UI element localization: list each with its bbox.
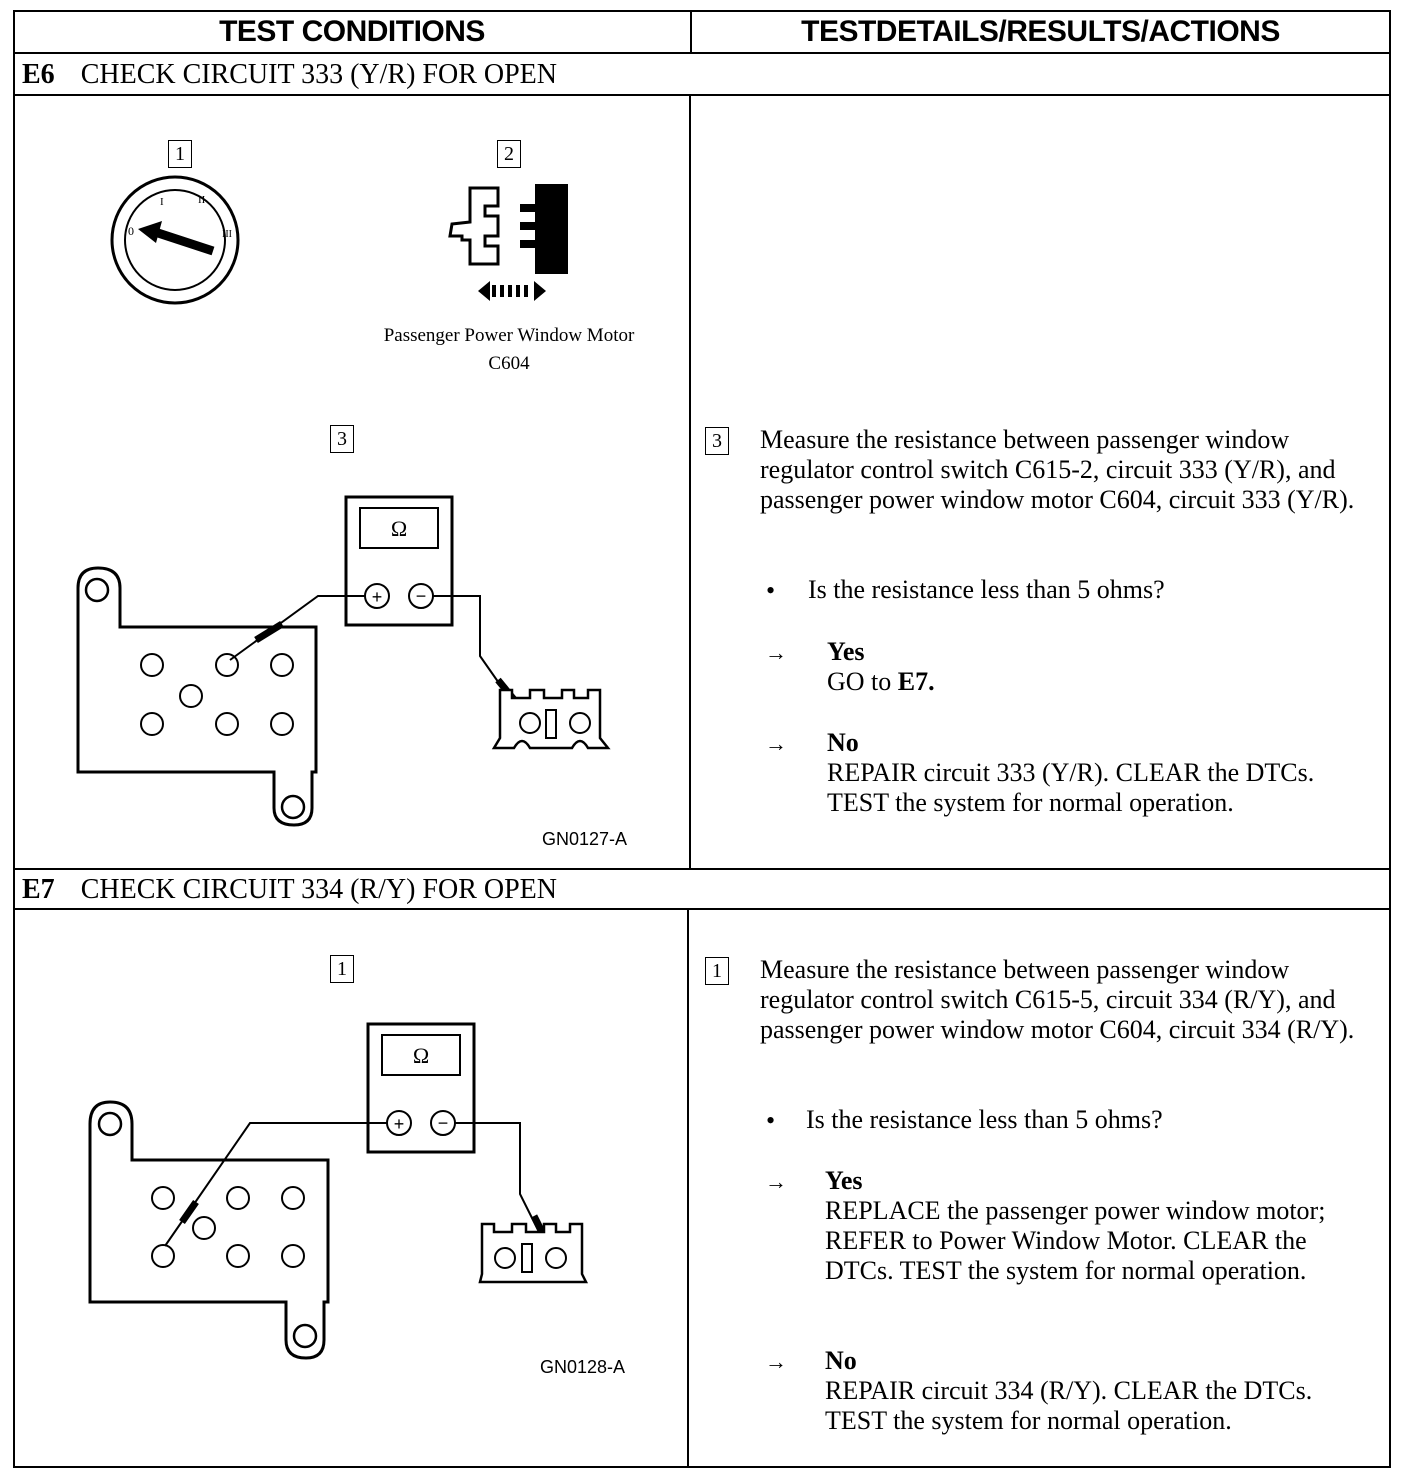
e7-step-id: E7: [22, 874, 55, 905]
connector-disconnect-icon: [448, 184, 568, 301]
e6-yes-action: GO to: [827, 667, 898, 696]
e6-detail-step3-box: 3: [705, 427, 729, 455]
e6-step3-box: 3: [330, 425, 354, 453]
e6-meter-minus-jack: −: [416, 586, 427, 606]
connector-caption-name: Passenger Power Window Motor: [383, 325, 635, 346]
e6-no-arrow-icon: →: [765, 731, 787, 756]
e6-no-action: REPAIR circuit 333 (Y/R). CLEAR the DTCs…: [827, 758, 1315, 817]
ignition-label-3: III: [222, 229, 232, 240]
e7-yes-arrow-icon: →: [765, 1169, 787, 1194]
e6-title-text: CHECK CIRCUIT 333 (Y/R) FOR OPEN: [80, 59, 557, 90]
table-frame: [13, 10, 1391, 1468]
e6-meter-plus-jack: +: [372, 587, 383, 607]
e7-instruction: Measure the resistance between passenger…: [760, 955, 1355, 1044]
e7-column-divider: [687, 909, 689, 1468]
e6-no-result: No REPAIR circuit 333 (Y/R). CLEAR the D…: [827, 728, 1327, 818]
e6-yes-target: E7.: [897, 667, 935, 696]
e6-yes-arrow-icon: →: [765, 640, 787, 665]
e6-section-title: E6 CHECK CIRCUIT 333 (Y/R) FOR OPEN: [22, 55, 557, 95]
e7-detail-step1-box: 1: [705, 957, 729, 985]
connector-caption-id: C604: [488, 353, 530, 374]
ignition-label-0: 0: [128, 224, 134, 238]
e7-yes-action: REPLACE the passenger power window motor…: [825, 1196, 1326, 1285]
e6-step1-box: 1: [168, 140, 192, 168]
e7-meter-ohm-symbol: Ω: [413, 1043, 429, 1068]
e7-meter-minus-jack: −: [438, 1113, 449, 1133]
e7-title-text: CHECK CIRCUIT 334 (R/Y) FOR OPEN: [80, 874, 557, 905]
e7-no-result: No REPAIR circuit 334 (R/Y). CLEAR the D…: [825, 1346, 1325, 1436]
rule-under-e6-title: [13, 94, 1391, 96]
e6-question: Is the resistance less than 5 ohms?: [808, 575, 1165, 604]
e7-meter-plus-jack: +: [394, 1114, 405, 1134]
ignition-label-1: I: [160, 196, 164, 208]
connector-caption: Passenger Power Window Motor C604: [350, 322, 668, 378]
e6-yes-label: Yes: [827, 637, 865, 666]
rule-above-e7: [13, 868, 1391, 870]
e7-no-label: No: [825, 1346, 857, 1375]
e6-step2-box: 2: [497, 140, 521, 168]
rule-under-header: [13, 52, 1391, 54]
e6-meter-ohm-symbol: Ω: [391, 516, 407, 541]
e7-section-title: E7 CHECK CIRCUIT 334 (R/Y) FOR OPEN: [22, 870, 557, 910]
e6-resistance-test-diagram: Ω + −: [76, 495, 611, 827]
ignition-switch-off-icon: 0 I II III: [110, 175, 240, 305]
e7-resistance-test-diagram: Ω + −: [88, 1022, 589, 1360]
e7-question: Is the resistance less than 5 ohms?: [806, 1105, 1163, 1134]
e6-no-label: No: [827, 728, 859, 757]
e7-yes-label: Yes: [825, 1166, 863, 1195]
e7-no-arrow-icon: →: [765, 1349, 787, 1374]
rule-under-e7-title: [13, 908, 1391, 910]
e6-column-divider: [689, 95, 691, 869]
header-test-details: TESTDETAILS/RESULTS/ACTIONS: [801, 15, 1280, 48]
e6-instruction: Measure the resistance between passenger…: [760, 425, 1355, 514]
e6-figure-id: GN0127-A: [542, 829, 628, 849]
e7-bullet: •: [766, 1106, 776, 1135]
e7-figure-id: GN0128-A: [540, 1357, 626, 1377]
e7-yes-result: Yes REPLACE the passenger power window m…: [825, 1166, 1345, 1286]
e6-bullet: •: [766, 576, 776, 605]
e6-yes-result: Yes GO to E7.: [827, 637, 1367, 697]
header-test-conditions: TEST CONDITIONS: [219, 15, 485, 48]
e6-step-id: E6: [22, 59, 55, 90]
header-divider: [690, 10, 692, 53]
ignition-label-2: II: [198, 194, 206, 206]
e7-step1-box: 1: [330, 955, 354, 983]
e7-no-action: REPAIR circuit 334 (R/Y). CLEAR the DTCs…: [825, 1376, 1313, 1435]
